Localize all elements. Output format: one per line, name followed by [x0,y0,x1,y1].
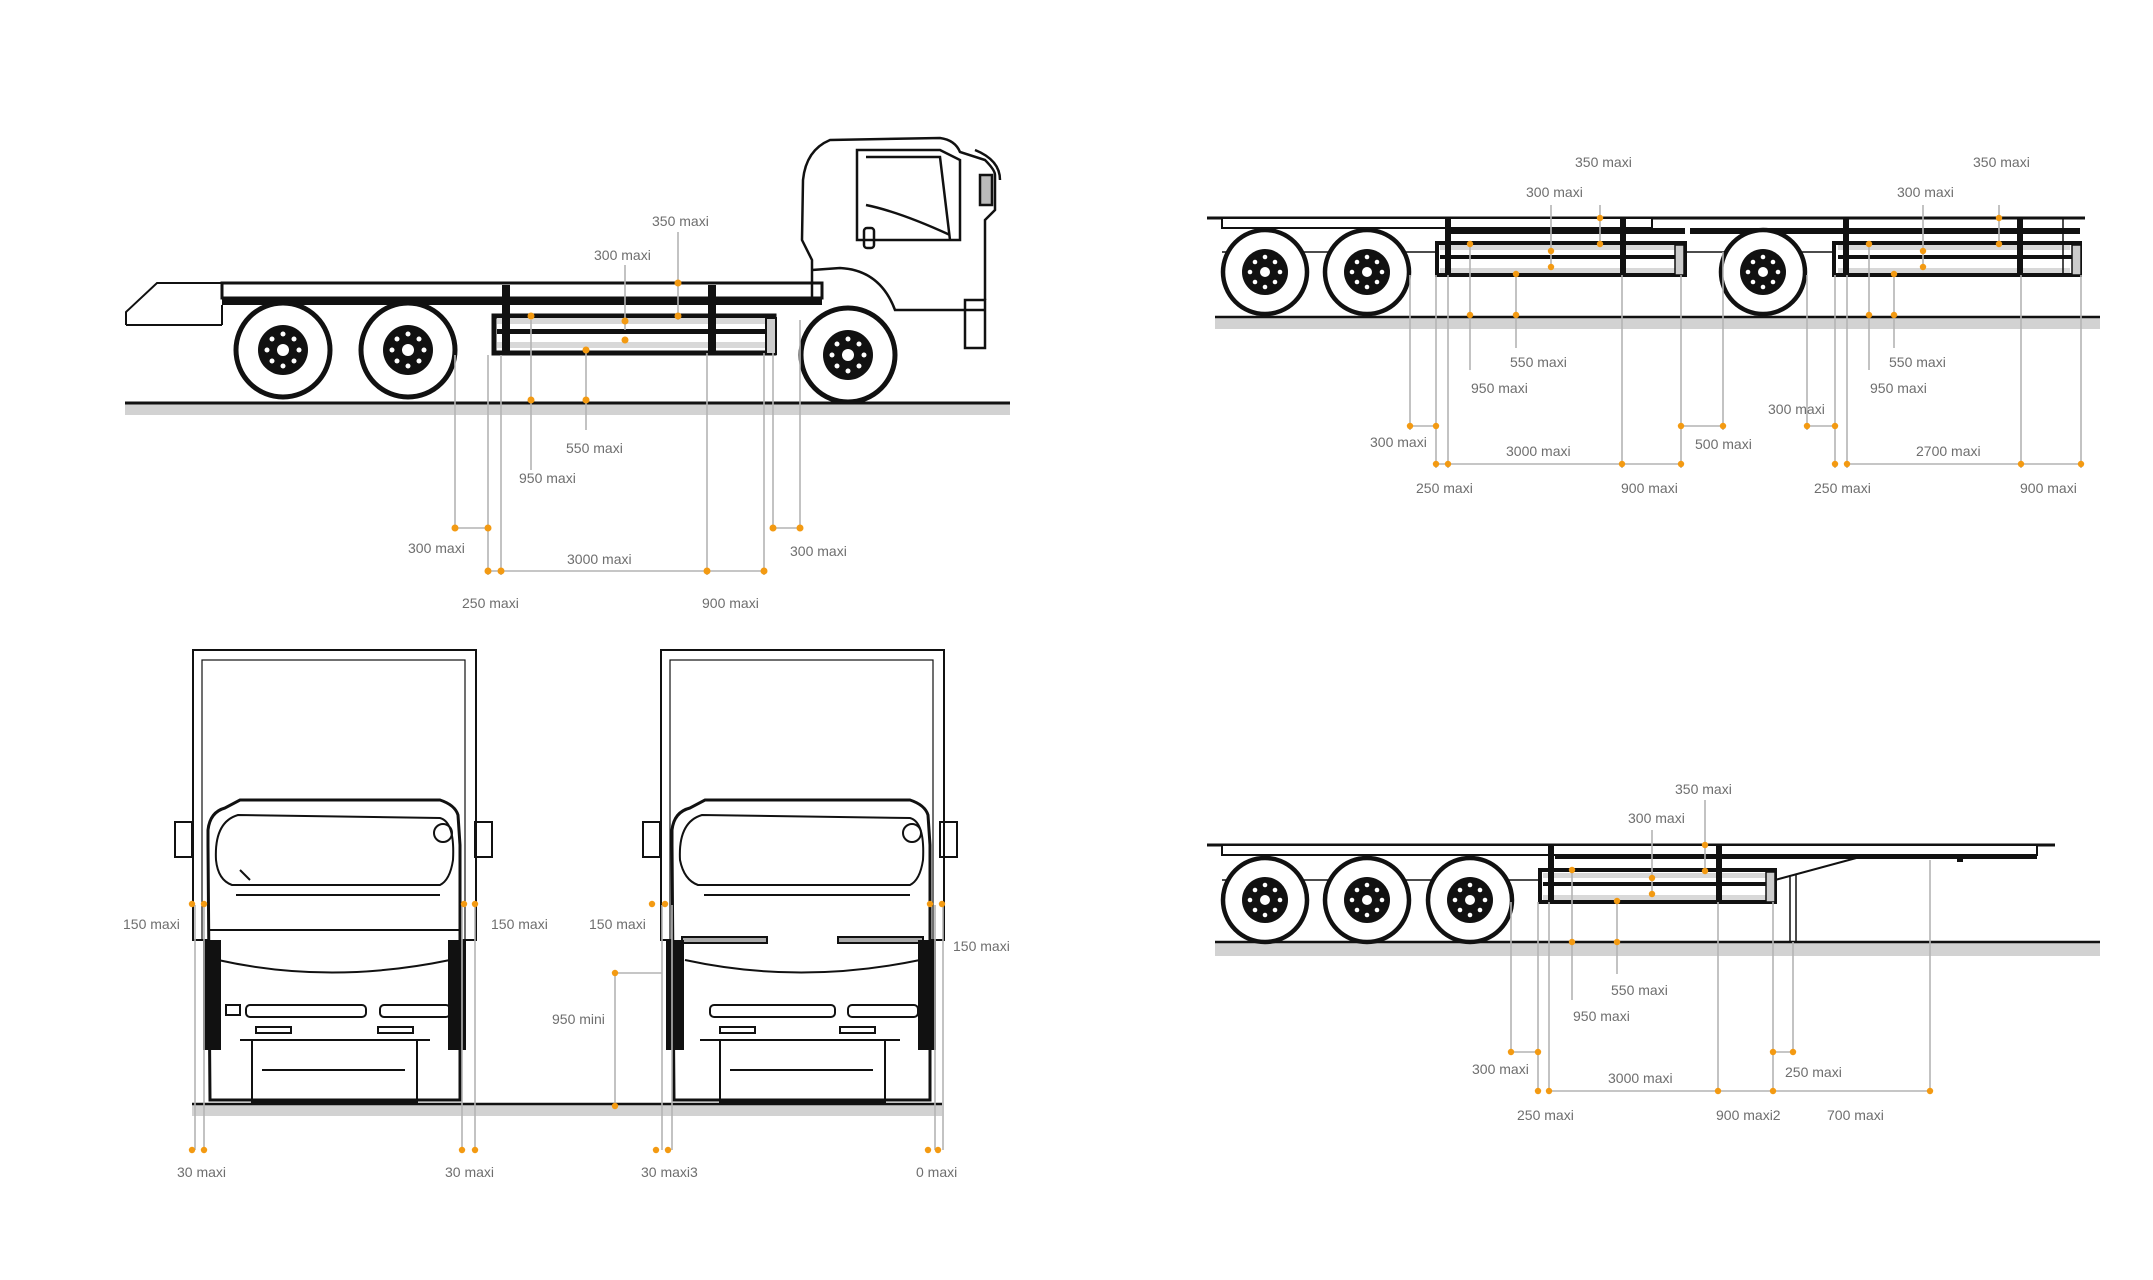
dim-label: 30 maxi3 [641,1164,698,1180]
dim-label: 3000 maxi [1608,1070,1673,1086]
dim-label: 950 maxi [1471,380,1528,396]
rigid-truck-side-view: 350 maxi 300 maxi 550 maxi 950 maxi 300 … [125,136,1010,611]
dim-label: 950 maxi [519,470,576,486]
dim-label: 300 maxi [1472,1061,1529,1077]
dim-label: 300 maxi [1628,810,1685,826]
dim-label: 250 maxi [1814,480,1871,496]
dim-label: 250 maxi [1517,1107,1574,1123]
dim-label: 500 maxi [1695,436,1752,452]
dim-label: 700 maxi [1827,1107,1884,1123]
ground-line [125,403,1010,415]
dim-label: 900 maxi [2020,480,2077,496]
wheel-icon [1428,858,1512,942]
dimension-markers [1507,841,1934,1095]
drawbar-trailer-side-view: 350 maxi 300 maxi 550 maxi 950 maxi 300 … [1207,154,2100,496]
dim-label: 900 maxi2 [1716,1107,1781,1123]
wheel-icon [1223,858,1307,942]
dim-label: 300 maxi [1370,434,1427,450]
dim-label: 30 maxi [445,1164,494,1180]
wheel-icon [361,303,455,397]
ground-line [1215,317,2100,329]
truck-front-right [642,649,958,1103]
dim-label: 550 maxi [1510,354,1567,370]
dim-label: 950 maxi [1573,1008,1630,1024]
front-views: 150 maxi 150 maxi 30 maxi 30 maxi 150 ma… [123,649,1010,1180]
wheel-icon [801,308,895,402]
dim-label: 350 maxi [1675,781,1732,797]
dim-label: 150 maxi [953,938,1010,954]
dim-label: 150 maxi [491,916,548,932]
dimension-markers [451,279,804,575]
truck-front-left [174,649,493,1103]
truck-cab [800,136,1002,350]
dim-label: 550 maxi [1611,982,1668,998]
dim-label: 150 maxi [589,916,646,932]
ground-line [192,1104,942,1116]
dim-label: 300 maxi [594,247,651,263]
wheel-icon [1325,858,1409,942]
dim-label: 3000 maxi [567,551,632,567]
dimension-markers [188,900,946,1154]
dim-label: 300 maxi [790,543,847,559]
dim-label: 350 maxi [652,213,709,229]
dim-label: 350 maxi [1575,154,1632,170]
semi-trailer-side-view: 350 maxi 300 maxi 550 maxi 950 maxi 300 … [1207,781,2100,1123]
dim-label: 350 maxi [1973,154,2030,170]
dim-label: 550 maxi [566,440,623,456]
dim-label: 300 maxi [408,540,465,556]
wheel-icon [1325,230,1409,314]
dim-label: 150 maxi [123,916,180,932]
wheel-icon [236,303,330,397]
dim-label: 950 maxi [1870,380,1927,396]
dim-label: 300 maxi [1768,401,1825,417]
ground-line [1215,942,2100,956]
dim-label: 0 maxi [916,1164,957,1180]
dim-label: 300 maxi [1526,184,1583,200]
dim-label: 550 maxi [1889,354,1946,370]
platform [220,281,824,300]
dim-label: 2700 maxi [1916,443,1981,459]
dimension-markers [1406,214,2085,468]
dim-label: 250 maxi [1416,480,1473,496]
wheel-icon [1223,230,1307,314]
dim-label: 30 maxi [177,1164,226,1180]
dim-label: 250 maxi [462,595,519,611]
dim-label: 300 maxi [1897,184,1954,200]
dim-label: 250 maxi [1785,1064,1842,1080]
wheel-icon [1721,230,1805,314]
dim-label: 900 maxi [1621,480,1678,496]
dim-label: 950 mini [552,1011,605,1027]
dim-label: 900 maxi [702,595,759,611]
dim-label: 3000 maxi [1506,443,1571,459]
